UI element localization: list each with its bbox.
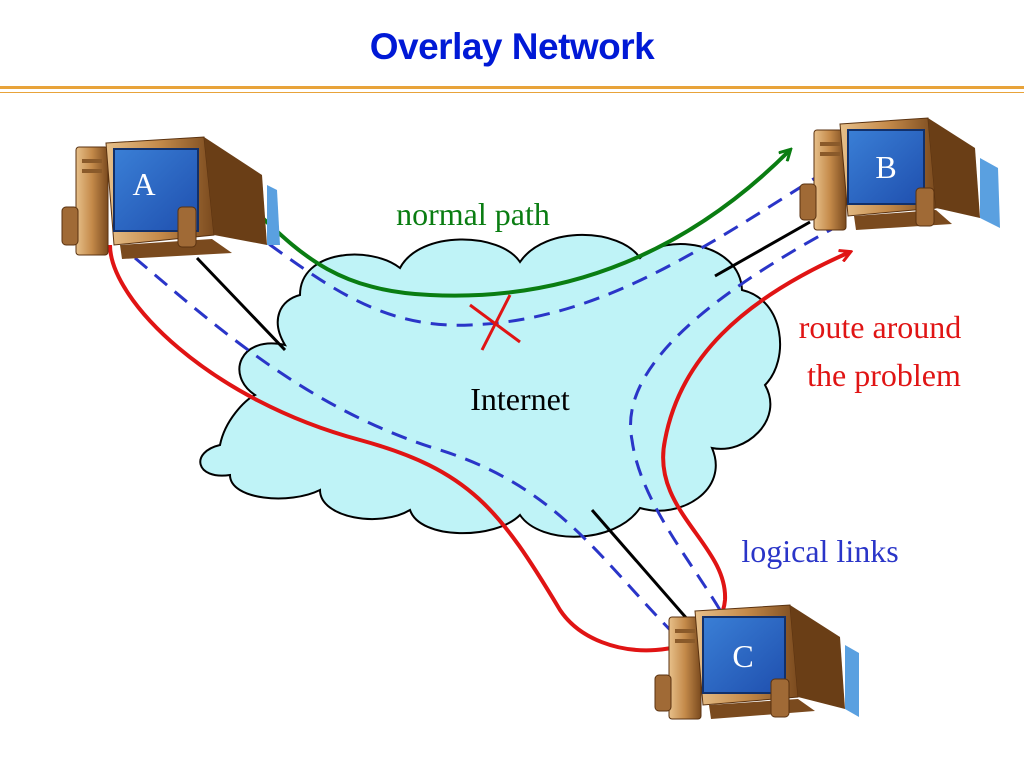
computer-a: A (61, 136, 280, 259)
speaker-icon (799, 183, 817, 221)
broken-link-marker-stroke (480, 294, 512, 351)
speaker-icon (177, 206, 197, 248)
physical-link-b (714, 220, 811, 278)
title-rule-thick (0, 86, 1024, 89)
tower-icon (75, 146, 109, 256)
label-route-around-line2: the problem (807, 357, 961, 393)
physical-link-a (195, 256, 287, 352)
screen (847, 129, 925, 205)
node-label: C (732, 638, 753, 674)
label-logical-links: logical links (741, 533, 898, 569)
speaker-icon (770, 678, 790, 718)
normal-path-arrow (228, 150, 790, 298)
physical-link-c (590, 509, 697, 629)
node-label: A (132, 166, 155, 202)
logical-link-a-b (204, 173, 821, 327)
computer-c: C (654, 604, 859, 720)
slide-title: Overlay Network (369, 26, 655, 67)
screen (702, 616, 786, 694)
label-normal-path: normal path (396, 196, 550, 232)
speaker-icon (61, 206, 79, 246)
speaker-icon (915, 187, 935, 227)
route-around-arrow (108, 244, 850, 653)
label-internet: Internet (470, 381, 570, 417)
speaker-icon (654, 674, 672, 712)
logical-link-c-b (629, 220, 846, 611)
node-label: B (875, 149, 896, 185)
label-route-around-line1: route around (799, 309, 962, 345)
title-rule-thin (0, 92, 1024, 93)
computer-b: B (799, 117, 1000, 231)
